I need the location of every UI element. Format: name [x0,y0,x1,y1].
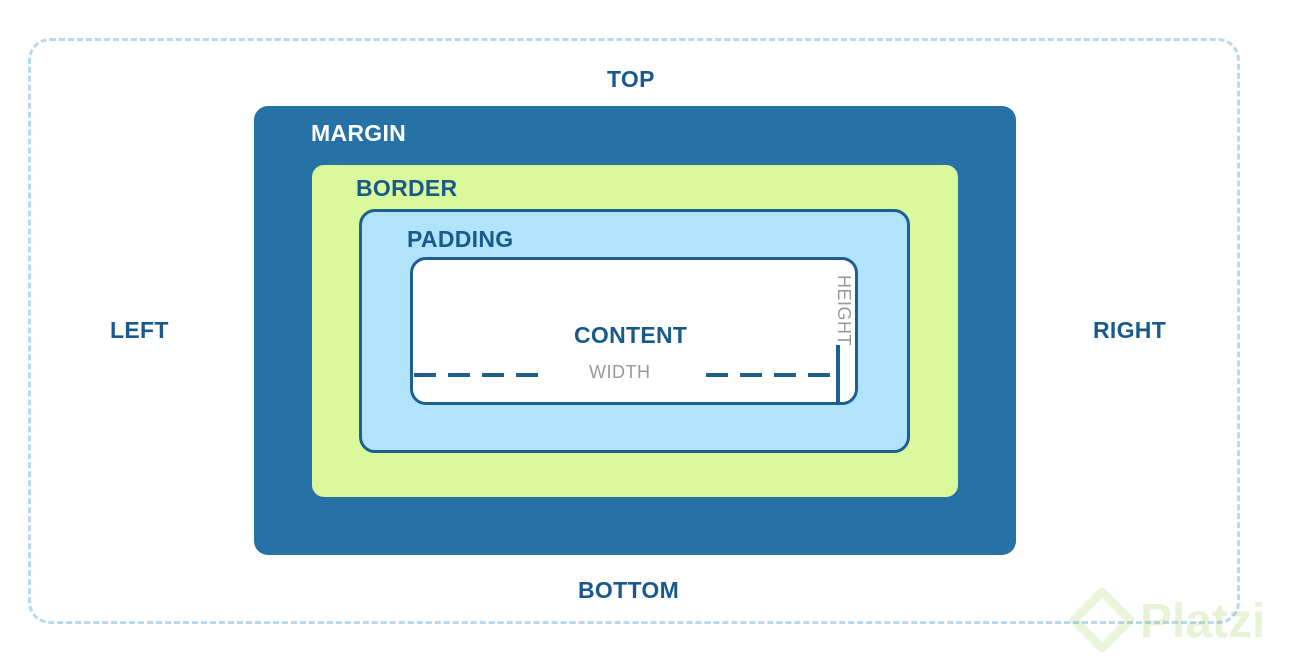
platzi-logo-icon [1069,587,1135,653]
outer-dashed-frame [28,38,1240,624]
top-label: TOP [607,66,655,92]
left-label: LEFT [110,317,169,343]
right-label: RIGHT [1093,317,1167,343]
padding-label: PADDING [407,226,514,252]
watermark-text: Platzi [1140,595,1266,648]
bottom-label: BOTTOM [578,577,680,603]
width-label: WIDTH [589,362,651,382]
content-box [410,257,858,405]
border-label: BORDER [356,175,458,201]
content-label: CONTENT [574,322,688,348]
height-label: HEIGHT [834,275,854,347]
margin-label: MARGIN [311,120,407,146]
